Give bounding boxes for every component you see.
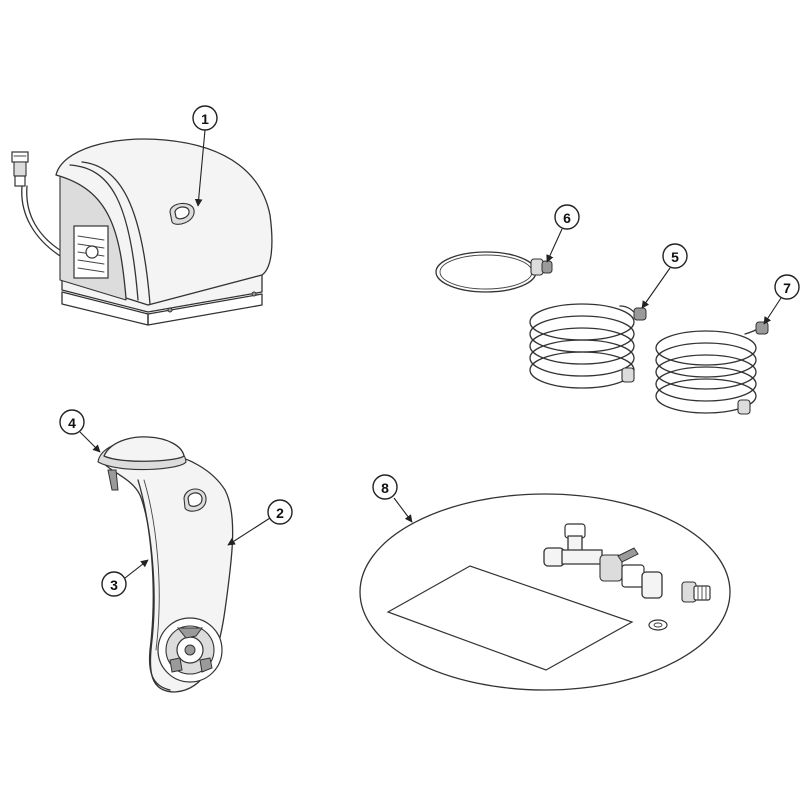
part-2-handle [97, 436, 234, 693]
vent-grille [73, 225, 109, 279]
power-plug [11, 151, 29, 163]
t-fitting-valve [543, 523, 663, 599]
callout-3: 3 [101, 559, 149, 597]
callout-label-8: 8 [381, 480, 389, 496]
part-4-top-cap [97, 436, 187, 491]
part-6-ring [435, 251, 553, 293]
washer [648, 619, 668, 631]
nozzle-wheel [157, 617, 223, 683]
part-1-main-unit [11, 138, 273, 326]
unit-button [169, 202, 195, 225]
part-7-hose-coil [655, 321, 769, 415]
callout-7: 7 [763, 274, 800, 325]
part-3-seal [137, 479, 171, 691]
callout-label-7: 7 [783, 280, 791, 296]
kit-outline [359, 493, 731, 691]
part-8-accessory-kit [359, 493, 731, 691]
callout-8: 8 [372, 474, 413, 523]
ring-clip [530, 258, 553, 276]
callout-label-5: 5 [671, 249, 679, 265]
callout-label-4: 4 [68, 415, 76, 431]
instruction-sheet [386, 565, 634, 671]
callout-2: 2 [227, 499, 293, 546]
callout-5: 5 [641, 243, 688, 309]
callout-1: 1 [192, 105, 218, 207]
handle-button [183, 488, 207, 512]
callout-4: 4 [59, 409, 101, 453]
part-5-hose-coil [529, 303, 647, 389]
power-cord [21, 185, 71, 263]
callout-label-2: 2 [276, 505, 284, 521]
callout-label-6: 6 [563, 210, 571, 226]
callout-label-3: 3 [110, 577, 118, 593]
callout-label-1: 1 [201, 111, 209, 127]
hose-connector [681, 581, 711, 603]
unit-cover [55, 138, 273, 306]
callout-6: 6 [546, 204, 580, 263]
